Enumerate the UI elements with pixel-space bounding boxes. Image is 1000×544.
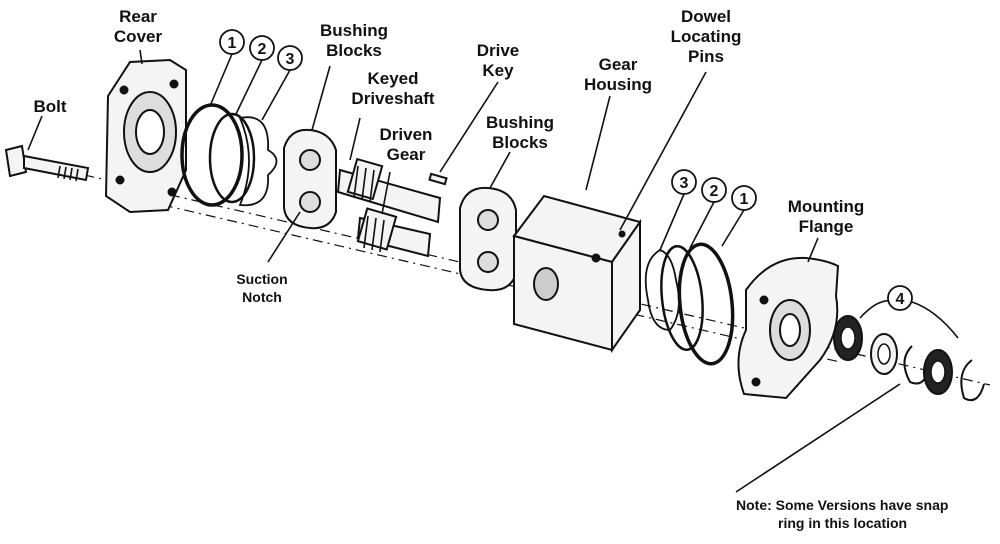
bushing-block-left-part	[283, 128, 337, 230]
label-bushing-blocks-2-line1: Bushing	[486, 113, 554, 132]
label-bushing-blocks-1-line2: Blocks	[326, 41, 382, 60]
label-keyed-driveshaft-line2: Driveshaft	[351, 89, 434, 108]
gear-housing-part	[512, 194, 642, 354]
label-suction-notch-line2: Notch	[242, 289, 282, 305]
label-dowel-pins-line2: Locating	[671, 27, 742, 46]
drive-key-part	[428, 172, 448, 186]
callout-circles	[209, 29, 913, 311]
mounting-flange-part	[737, 256, 840, 400]
label-dowel-pins-line3: Pins	[688, 47, 724, 66]
label-dowel-pins-line1: Dowel	[681, 7, 731, 26]
keyed-driveshaft-part	[336, 157, 442, 224]
label-bushing-blocks-1-line1: Bushing	[320, 21, 388, 40]
label-bolt: Bolt	[33, 97, 66, 116]
rear-cover-part	[104, 58, 187, 214]
shaft-seal-set	[833, 315, 985, 402]
callout-left-2: 2	[258, 41, 267, 58]
bolt-part	[4, 144, 90, 182]
label-suction-notch-line1: Suction	[236, 271, 287, 287]
label-drive-key-line1: Drive	[477, 41, 520, 60]
label-driven-gear-line1: Driven	[380, 125, 433, 144]
label-rear-cover-line1: Rear	[119, 7, 157, 26]
label-gear-housing-line1: Gear	[599, 55, 638, 74]
label-bushing-blocks-2-line2: Blocks	[492, 133, 548, 152]
label-keyed-driveshaft-line1: Keyed	[367, 69, 418, 88]
label-gear-housing-line2: Housing	[584, 75, 652, 94]
callout-right-2: 2	[710, 183, 719, 200]
bushing-block-right-part	[459, 186, 517, 292]
label-driven-gear-line2: Gear	[387, 145, 426, 164]
seal-rings-left	[180, 103, 278, 207]
callout-right-3: 3	[680, 175, 689, 192]
label-mounting-flange-line2: Flange	[799, 217, 854, 236]
label-drive-key-line2: Key	[482, 61, 514, 80]
note-line2: ring in this location	[778, 515, 907, 531]
callout-left-3: 3	[286, 51, 295, 68]
callout-left-1: 1	[228, 35, 237, 52]
seal-rings-right	[644, 242, 735, 366]
note-line1: Note: Some Versions have snap	[736, 497, 948, 513]
leader-lines	[27, 49, 959, 493]
label-rear-cover-line2: Cover	[114, 27, 163, 46]
label-mounting-flange-line1: Mounting	[788, 197, 864, 216]
callout-4: 4	[896, 291, 905, 308]
callout-right-1: 1	[740, 191, 749, 208]
